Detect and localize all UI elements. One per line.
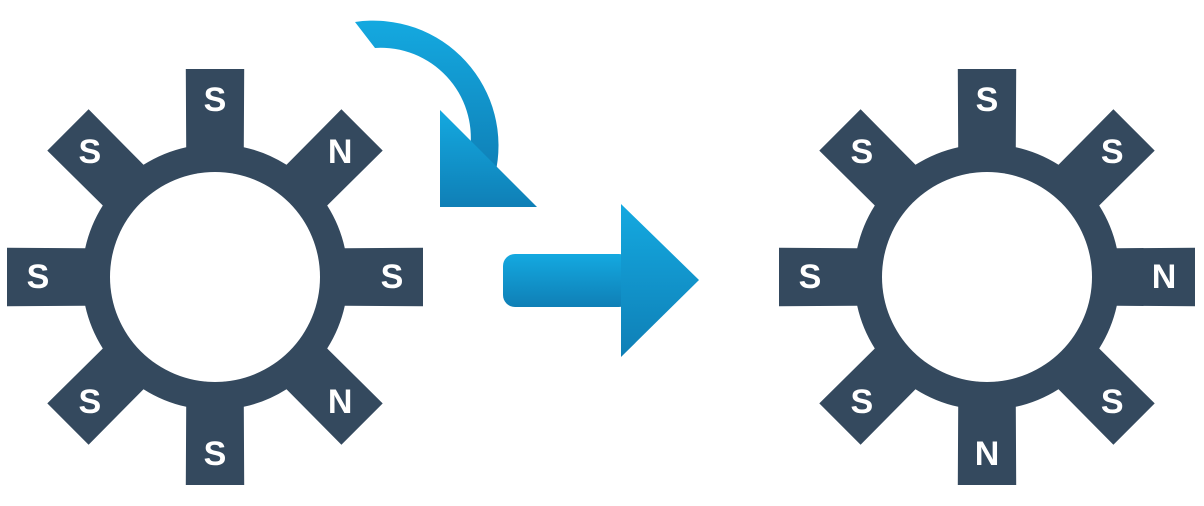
right-arrow-shaft: [503, 254, 631, 307]
rotate-clockwise-arrow-icon: [355, 20, 537, 207]
pole-label: S: [1101, 383, 1124, 421]
gear-before: S N S N S S S S: [7, 69, 423, 485]
pole-label: S: [78, 383, 101, 421]
pole-label: S: [799, 258, 822, 296]
pole-label: S: [850, 133, 873, 171]
rotate-arrow-head: [440, 110, 537, 207]
pole-label: S: [27, 258, 50, 296]
pole-label: S: [850, 383, 873, 421]
gear-after-hole: [882, 172, 1092, 382]
pole-label: S: [204, 81, 227, 119]
pole-label: N: [328, 133, 353, 171]
gear-after: S S N S N S S S: [779, 69, 1195, 485]
pole-label: S: [78, 133, 101, 171]
rotate-arrow-shaft: [355, 20, 499, 175]
pole-label: S: [1101, 133, 1124, 171]
pole-label: N: [1152, 258, 1177, 296]
pole-label: S: [204, 435, 227, 473]
pole-label: N: [975, 435, 1000, 473]
right-arrow-head: [621, 204, 699, 357]
gear-before-hole: [110, 172, 320, 382]
pole-label: S: [381, 258, 404, 296]
pole-label: S: [976, 81, 999, 119]
right-arrow-icon: [503, 204, 699, 357]
pole-label: N: [328, 383, 353, 421]
